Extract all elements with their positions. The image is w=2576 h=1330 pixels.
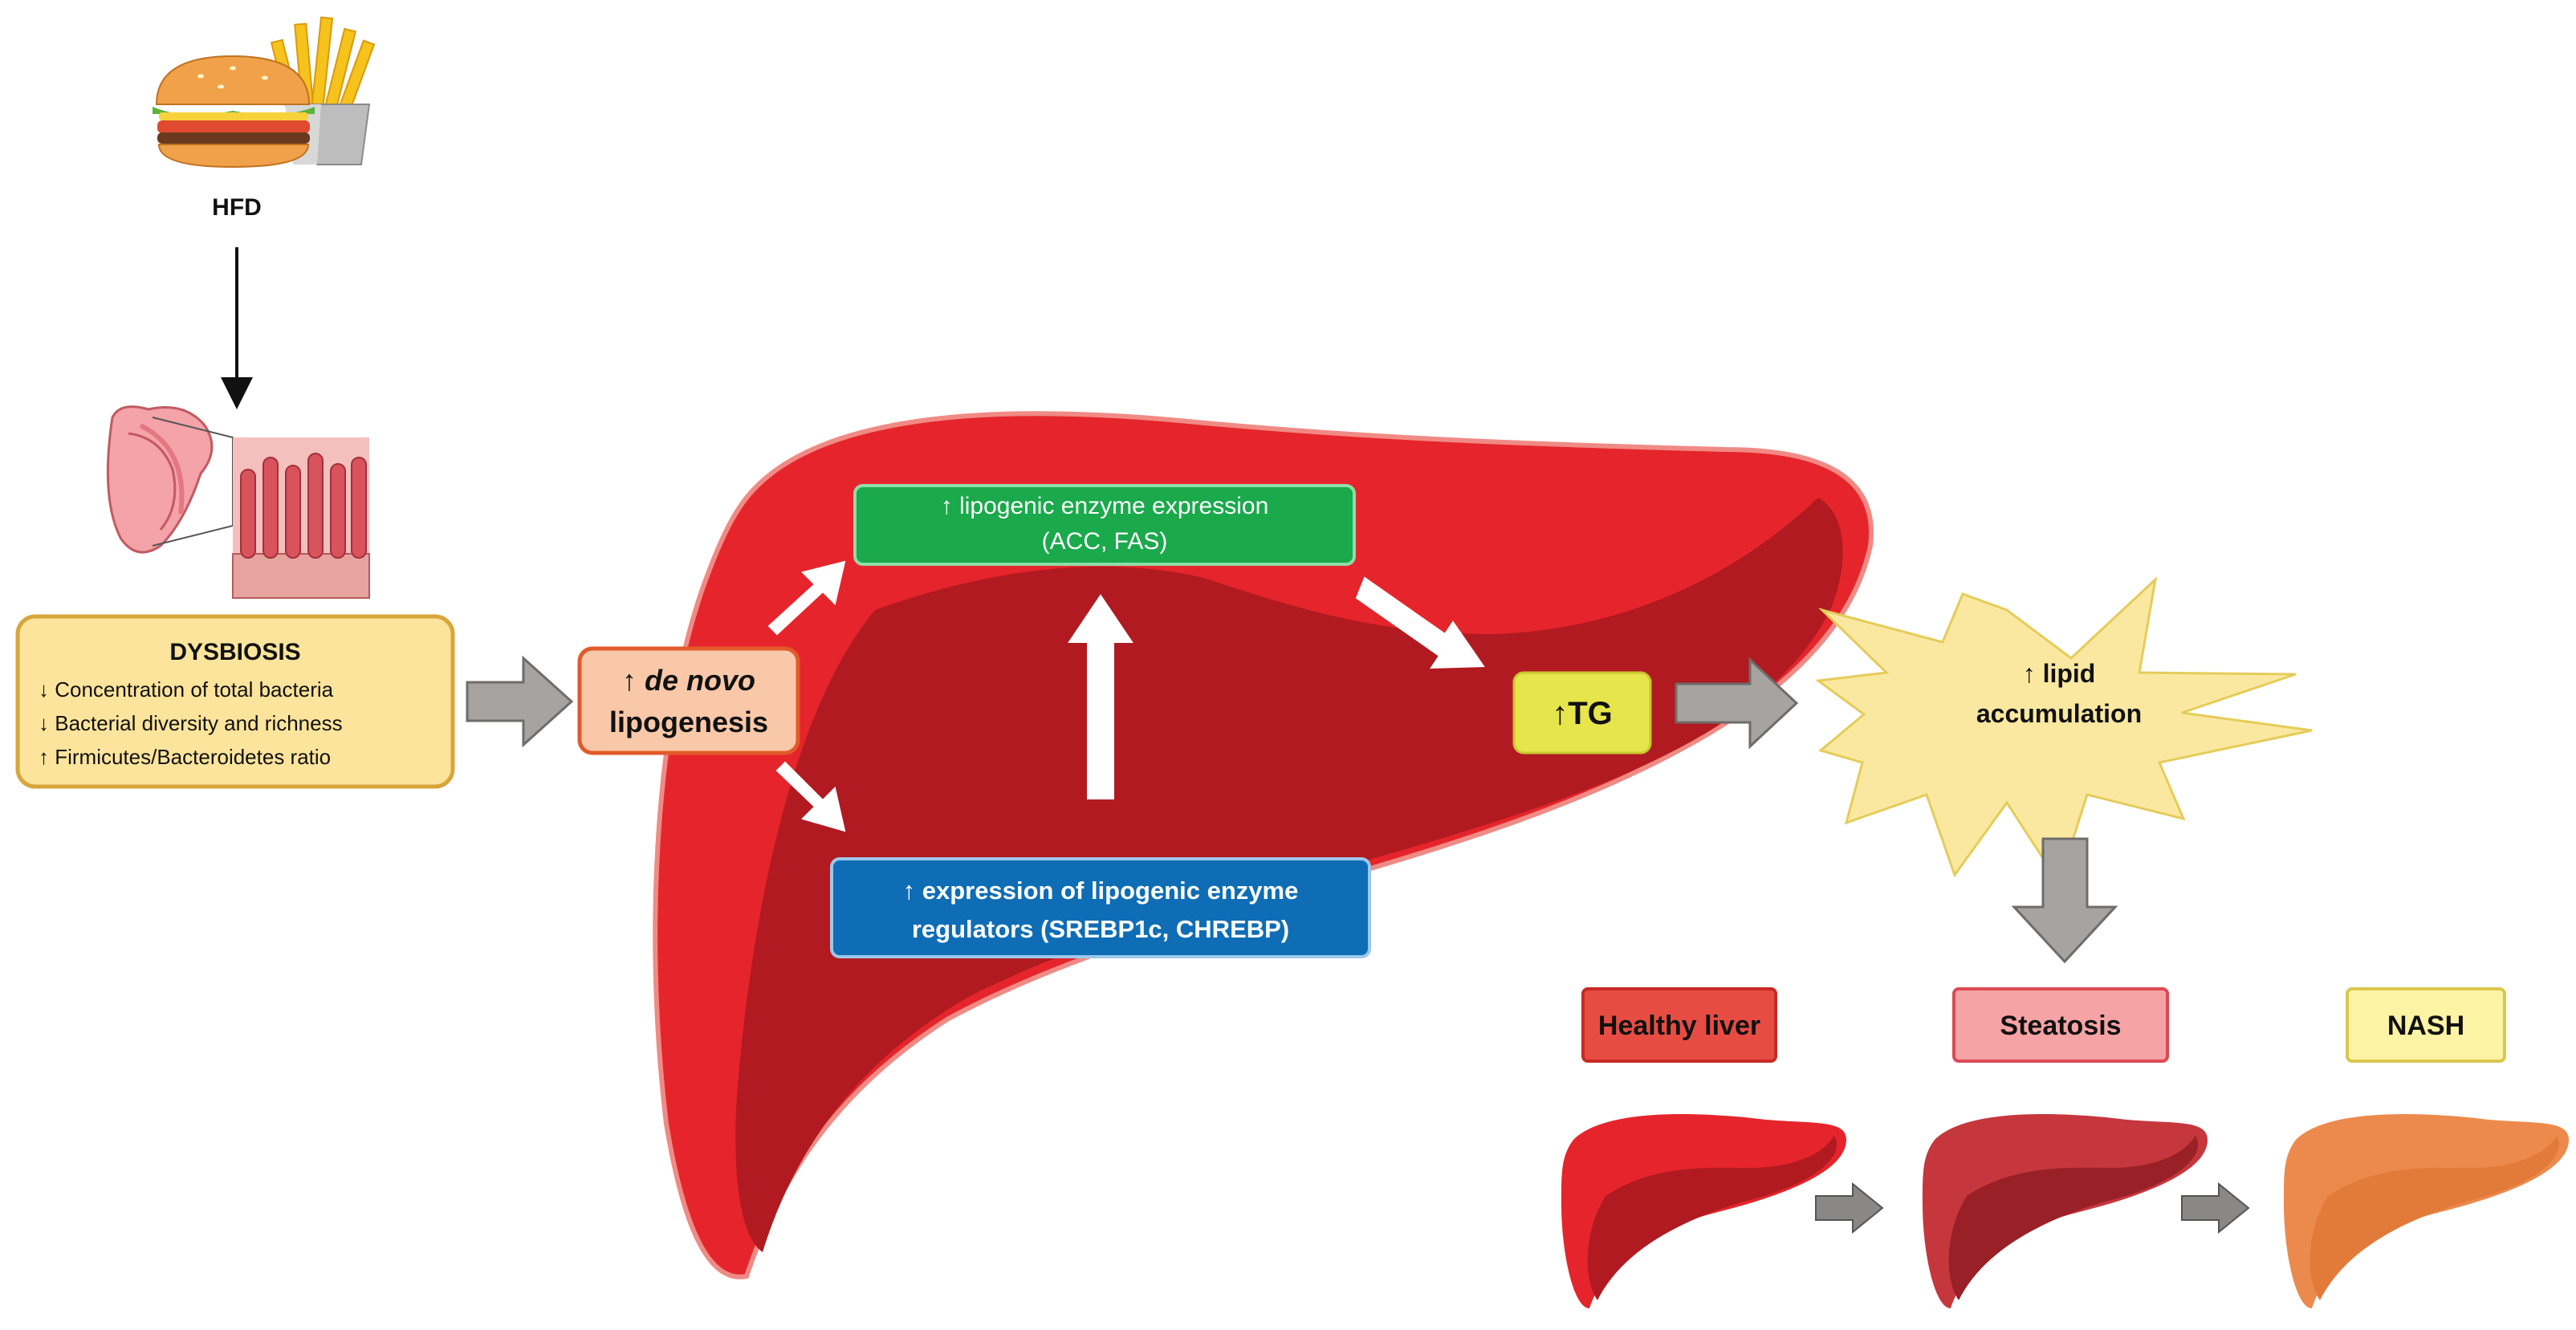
stage-label: Steatosis — [2000, 1011, 2121, 1041]
stage-steatosis-label-box: Steatosis — [1952, 987, 2169, 1063]
intestine-icon — [106, 405, 370, 599]
steatosis-liver-icon — [1923, 1113, 2208, 1308]
healthy-liver-icon — [1561, 1113, 1846, 1308]
lipogenesis-label: lipogenesis — [609, 706, 768, 738]
lipid-line2: accumulation — [1976, 699, 2142, 728]
regulators-line2: regulators (SREBP1c, CHREBP) — [912, 915, 1289, 943]
tg-box: ↑TG — [1512, 671, 1652, 754]
lipid-to-stages-arrow — [2011, 837, 2118, 964]
white-arrow-down-right — [775, 761, 846, 832]
dysbiosis-item: ↓ Bacterial diversity and richness — [39, 711, 343, 735]
lipid-starburst: ↑ lipid accumulation — [1815, 576, 2313, 886]
dysbiosis-to-lipogenesis-arrow — [466, 655, 574, 748]
steatosis-to-nash-arrow — [2181, 1182, 2250, 1234]
nash-liver-icon — [2284, 1113, 2569, 1308]
tg-label: ↑TG — [1552, 696, 1613, 731]
stage-healthy-label-box: Healthy liver — [1581, 987, 1777, 1063]
dysbiosis-item: ↑ Firmicutes/Bacteroidetes ratio — [39, 745, 331, 769]
dysbiosis-title: DYSBIOSIS — [169, 639, 300, 665]
enzyme-expression-line2: (ACC, FAS) — [1042, 528, 1168, 555]
healthy-to-steatosis-arrow — [1815, 1182, 1884, 1234]
svg-text:↑ de novo: ↑ de novo — [622, 664, 755, 697]
burger-fries-icon — [153, 16, 376, 169]
dysbiosis-item: ↓ Concentration of total bacteria — [39, 677, 334, 702]
enzyme-expression-box: ↑ lipogenic enzyme expression (ACC, FAS) — [853, 484, 1356, 566]
hfd-label: HFD — [212, 194, 262, 221]
stage-label: NASH — [2387, 1011, 2464, 1041]
enzyme-expression-line1: ↑ lipogenic enzyme expression — [941, 493, 1269, 519]
lipogenesis-italic: de novo — [645, 664, 755, 697]
tg-to-lipid-arrow — [1675, 657, 1799, 750]
lipid-line1: ↑ lipid — [2023, 659, 2096, 688]
white-arrow-up — [1068, 594, 1133, 799]
dysbiosis-box: DYSBIOSIS ↓ Concentration of total bacte… — [15, 614, 455, 789]
regulators-box: ↑ expression of lipogenic enzyme regulat… — [830, 857, 1371, 958]
stage-nash-label-box: NASH — [2346, 987, 2506, 1063]
white-arrow-to-tg — [1355, 576, 1485, 669]
lipogenesis-box: ↑ de novo lipogenesis — [577, 646, 800, 755]
white-arrow-up-right — [767, 560, 846, 636]
stage-label: Healthy liver — [1598, 1011, 1760, 1041]
regulators-line1: ↑ expression of lipogenic enzyme — [903, 876, 1299, 905]
lipogenesis-up-arrow: ↑ — [622, 664, 637, 697]
